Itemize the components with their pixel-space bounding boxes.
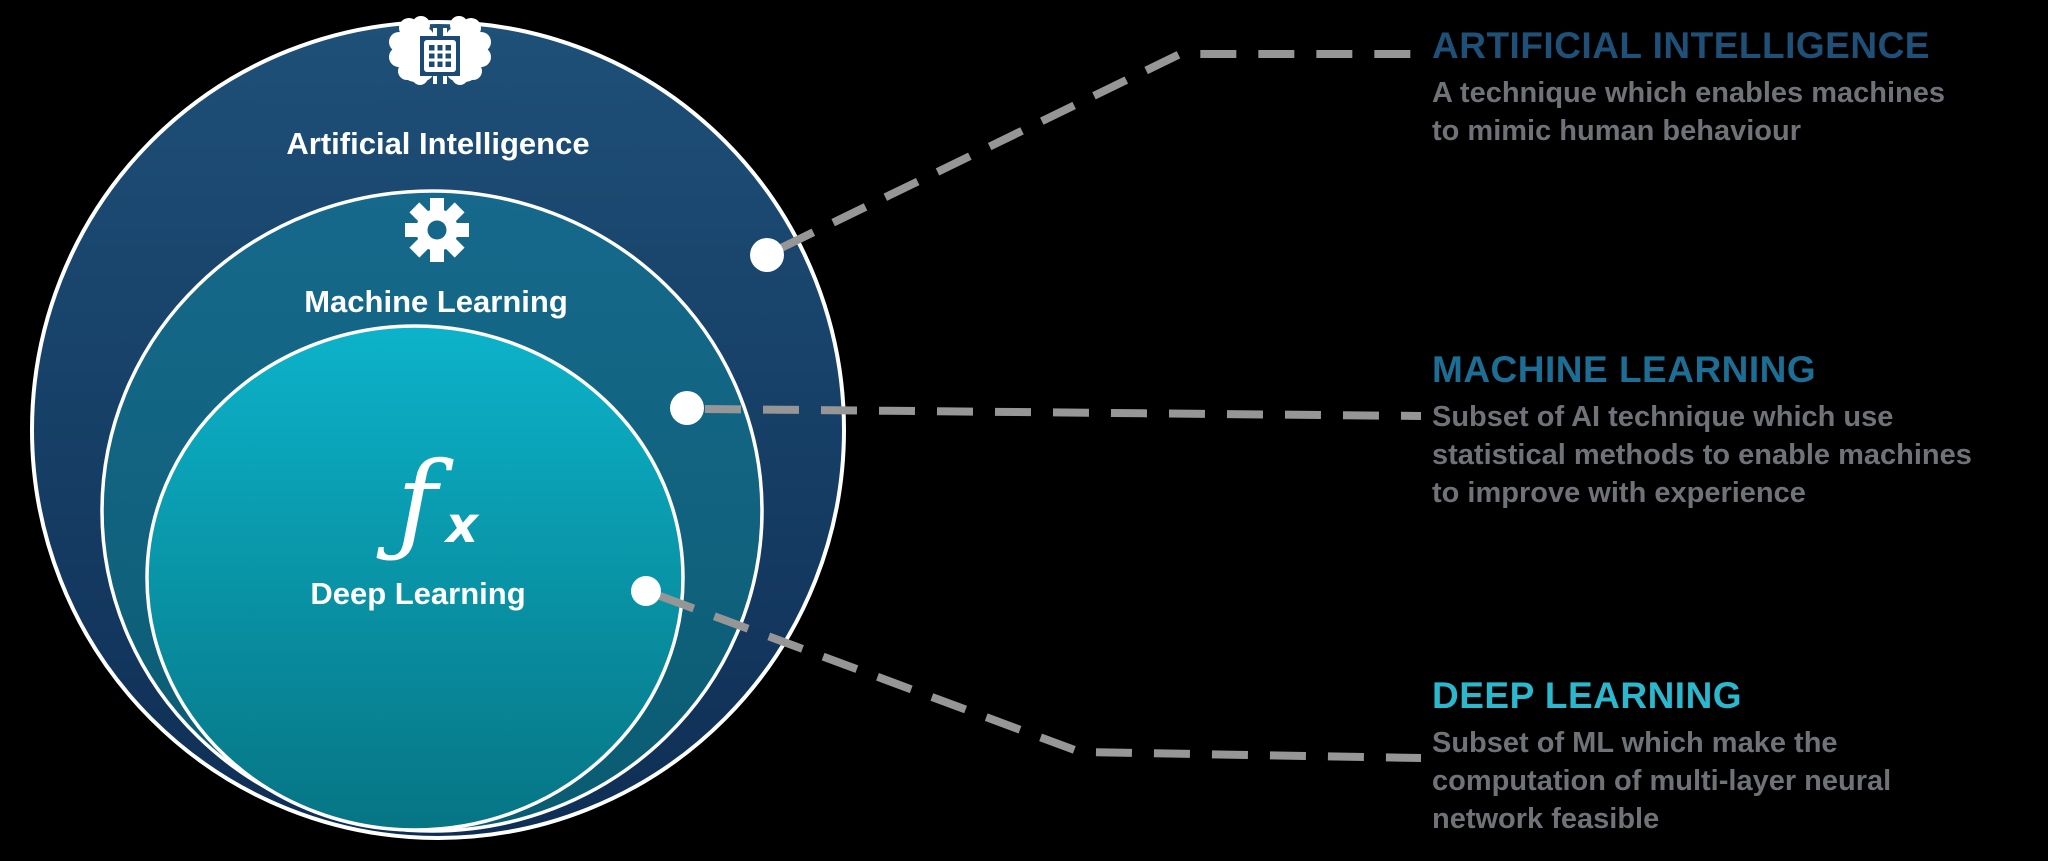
description-line: Subset of ML which make the xyxy=(1432,727,1838,759)
machine-learning-heading: MACHINE LEARNING xyxy=(1432,349,1817,390)
machine-learning-label: Machine Learning xyxy=(304,284,568,319)
description-line: A technique which enables machines xyxy=(1432,77,1946,109)
dl-connector-dot xyxy=(631,576,661,606)
artificial-intelligence-description: A technique which enables machines to mi… xyxy=(1432,74,2048,150)
artificial-intelligence-label: Artificial Intelligence xyxy=(286,126,589,161)
description-line: Subset of AI technique which use xyxy=(1432,401,1894,433)
deep-learning-circle xyxy=(145,324,685,832)
ai-connector-dot xyxy=(750,238,784,272)
ml-connector-line xyxy=(704,405,1422,420)
ai-connector-line xyxy=(779,50,1421,252)
description-line: statistical methods to enable machines xyxy=(1432,439,1972,471)
deep-learning-section: DEEP LEARNING Subset of ML which make th… xyxy=(1432,676,2048,838)
deep-learning-label: Deep Learning xyxy=(310,576,525,611)
description-line: to improve with experience xyxy=(1432,477,1806,509)
dl-connector-line xyxy=(658,592,1422,762)
deep-learning-description: Subset of ML which make the computation … xyxy=(1432,724,2048,838)
brain-chip-icon xyxy=(389,16,491,85)
machine-learning-description: Subset of AI technique which use statist… xyxy=(1432,398,2048,512)
svg-text:x: x xyxy=(443,496,480,554)
description-line: network feasible xyxy=(1432,803,1660,835)
gear-icon xyxy=(405,198,469,262)
description-line: computation of multi-layer neural xyxy=(1432,765,1892,797)
artificial-intelligence-heading: ARTIFICIAL INTELLIGENCE xyxy=(1432,25,1930,66)
artificial-intelligence-section: ARTIFICIAL INTELLIGENCE A technique whic… xyxy=(1432,26,2048,150)
description-line: to mimic human behaviour xyxy=(1432,115,1801,147)
deep-learning-heading: DEEP LEARNING xyxy=(1432,675,1743,716)
ml-connector-dot xyxy=(670,391,704,425)
machine-learning-section: MACHINE LEARNING Subset of AI technique … xyxy=(1432,350,2048,512)
